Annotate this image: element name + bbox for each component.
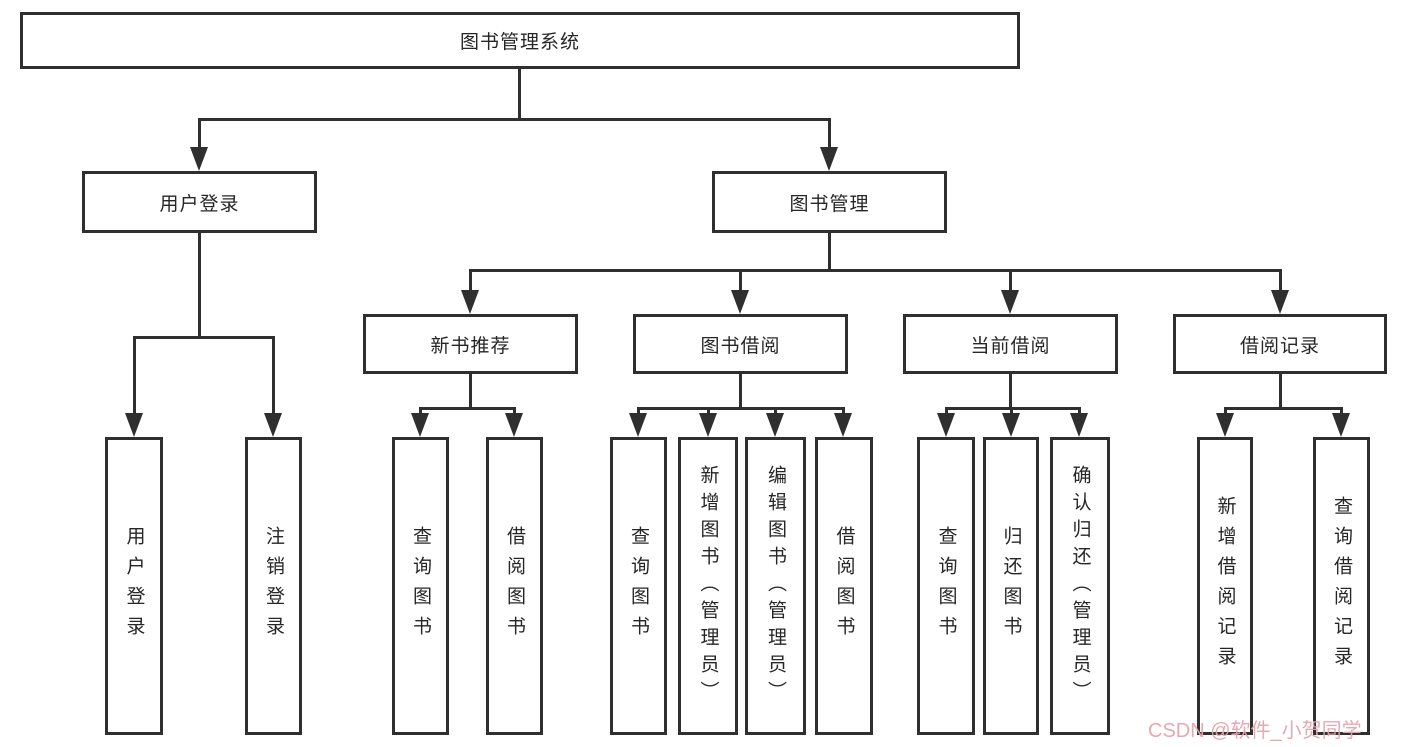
- arrow-down-icon: [190, 147, 208, 171]
- arrow-down-icon: [1216, 413, 1234, 437]
- leaf-edit-book-admin: 编辑图书（管理员）: [745, 437, 806, 735]
- arrow-down-icon: [125, 413, 143, 437]
- node-book-management: 图书管理: [712, 171, 947, 233]
- node-book-borrow: 图书借阅: [633, 314, 848, 374]
- connector-line: [133, 336, 275, 339]
- connector-line: [1279, 374, 1282, 407]
- connector-line: [469, 374, 472, 407]
- connector-line: [1224, 407, 1342, 410]
- connector-line: [513, 407, 516, 417]
- arrow-down-icon: [411, 413, 429, 437]
- connector-line: [707, 407, 710, 417]
- connector-line: [198, 233, 201, 336]
- arrow-down-icon: [834, 413, 852, 437]
- arrow-down-icon: [461, 290, 479, 314]
- connector-line: [469, 269, 472, 293]
- connector-line: [1340, 407, 1343, 417]
- csdn-watermark: CSDN @软件_小贺同学: [1148, 720, 1362, 742]
- leaf-confirm-return-admin: 确认归还（管理员）: [1050, 437, 1110, 735]
- connector-line: [198, 118, 831, 121]
- connector-line: [419, 407, 516, 410]
- leaf-query-book-2: 查询图书: [610, 437, 667, 735]
- connector-line: [637, 407, 845, 410]
- leaf-query-book-1: 查询图书: [392, 437, 449, 735]
- leaf-user-login: 用户登录: [105, 437, 163, 735]
- connector-line: [842, 407, 845, 417]
- connector-line: [1279, 269, 1282, 293]
- node-new-book-recommend: 新书推荐: [363, 314, 578, 374]
- node-user-login: 用户登录: [82, 171, 317, 233]
- leaf-add-borrow-record: 新增借阅记录: [1197, 437, 1253, 735]
- leaf-borrow-book-2: 借阅图书: [815, 437, 873, 735]
- arrow-down-icon: [1070, 413, 1088, 437]
- node-current-borrow: 当前借阅: [903, 314, 1118, 374]
- arrow-down-icon: [629, 413, 647, 437]
- arrow-down-icon: [699, 413, 717, 437]
- arrow-down-icon: [264, 413, 282, 437]
- connector-line: [945, 407, 948, 417]
- arrow-down-icon: [937, 413, 955, 437]
- connector-line: [198, 118, 201, 150]
- connector-line: [1010, 407, 1013, 417]
- node-borrow-records: 借阅记录: [1173, 314, 1387, 374]
- connector-line: [637, 407, 640, 417]
- leaf-query-borrow-record: 查询借阅记录: [1313, 437, 1370, 735]
- node-root: 图书管理系统: [20, 12, 1020, 69]
- connector-line: [739, 269, 742, 293]
- leaf-borrow-book-1: 借阅图书: [486, 437, 543, 735]
- leaf-logout: 注销登录: [245, 437, 302, 735]
- connector-line: [774, 407, 777, 417]
- connector-line: [469, 269, 1282, 272]
- connector-line: [1078, 407, 1081, 417]
- arrow-down-icon: [505, 413, 523, 437]
- arrow-down-icon: [731, 290, 749, 314]
- connector-line: [1009, 374, 1012, 407]
- connector-line: [419, 407, 422, 417]
- arrow-down-icon: [1332, 413, 1350, 437]
- connector-line: [133, 336, 136, 414]
- connector-line: [828, 233, 831, 269]
- connector-line: [518, 69, 521, 118]
- arrow-down-icon: [820, 147, 838, 171]
- arrow-down-icon: [1271, 290, 1289, 314]
- connector-line: [1224, 407, 1227, 417]
- leaf-add-book-admin: 新增图书（管理员）: [678, 437, 738, 735]
- connector-line: [828, 118, 831, 150]
- arrow-down-icon: [1001, 290, 1019, 314]
- arrow-down-icon: [1002, 413, 1020, 437]
- leaf-return-book: 归还图书: [983, 437, 1039, 735]
- connector-line: [945, 407, 1081, 410]
- leaf-query-book-3: 查询图书: [917, 437, 975, 735]
- connector-line: [1009, 269, 1012, 293]
- connector-line: [739, 374, 742, 407]
- connector-line: [272, 336, 275, 414]
- arrow-down-icon: [766, 413, 784, 437]
